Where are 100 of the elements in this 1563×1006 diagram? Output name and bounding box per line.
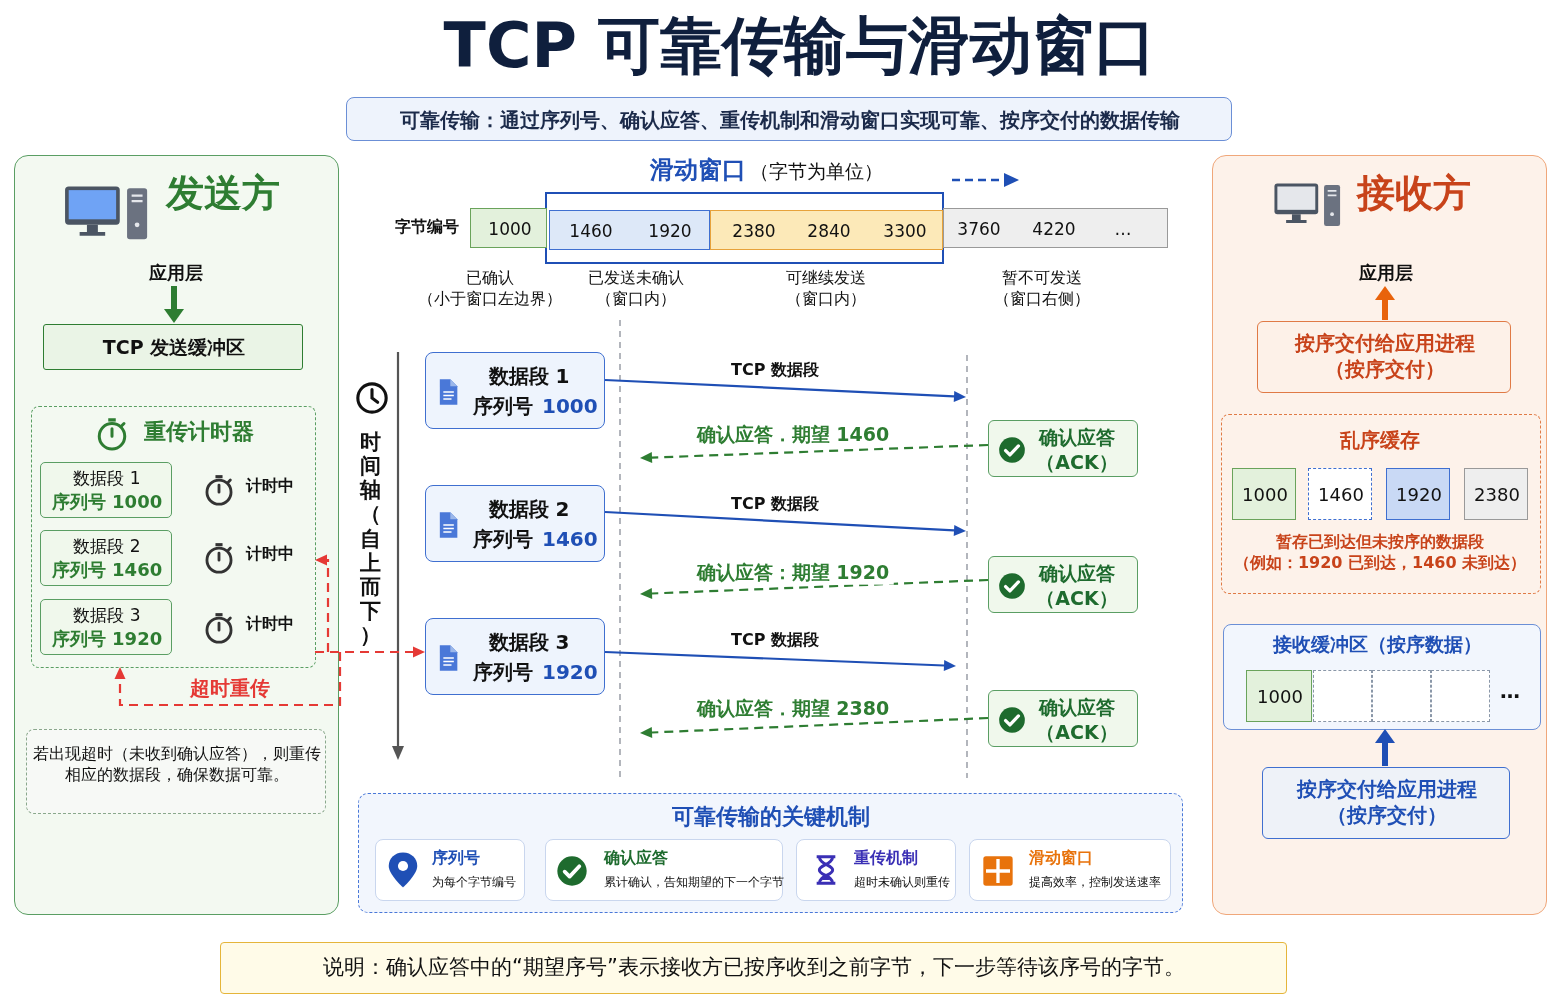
segment-title: 数据段 2 xyxy=(488,496,570,522)
panel-heading: 可靠传输的关键机制 xyxy=(672,803,870,831)
mechanism-card xyxy=(796,839,956,901)
card-description: 为每个字节编号 xyxy=(432,875,516,891)
sequence-label: 序列号 xyxy=(473,526,533,552)
segment-title: 数据段 2 xyxy=(73,535,141,558)
buffer-group-box xyxy=(1221,414,1541,594)
arrow xyxy=(1375,729,1395,766)
axis-label: 时间轴（自上而下） xyxy=(358,430,383,648)
subtitle-text: 可靠传输：通过序列号、确认应答、重传机制和滑动窗口实现可靠、按序交付的数据传输 xyxy=(400,107,1180,133)
box-label: 按序交付给应用进程（按序交付） xyxy=(1295,330,1475,382)
panel-heading: 发送方 xyxy=(166,170,280,217)
card-title: 滑动窗口 xyxy=(1029,848,1093,869)
byte-range-bar xyxy=(710,210,943,250)
byte-number: 3760 xyxy=(957,218,1001,241)
arrow xyxy=(604,510,966,536)
sequence-label: 序列号 xyxy=(473,659,533,685)
sequence-number: 序列号 1920 xyxy=(51,627,163,651)
buffer-cell xyxy=(1308,468,1372,520)
buffer-box xyxy=(1223,624,1541,730)
footer-note-box xyxy=(220,942,1287,994)
segment-card xyxy=(425,618,605,695)
window-unit: （字节为单位） xyxy=(750,159,883,184)
ack-box xyxy=(988,690,1138,747)
window-heading: 滑动窗口 xyxy=(650,155,746,186)
group-heading: 乱序缓存 xyxy=(1340,427,1420,453)
card-description: 提高效率，控制发送速率 xyxy=(1029,875,1161,891)
arrow xyxy=(114,652,342,707)
sequence-number: 1000 xyxy=(542,393,598,419)
buffer-caption: 暂存已到达但未按序的数据段（例如：1920 已到达，1460 未到达） xyxy=(1233,532,1527,574)
mechanism-panel xyxy=(358,793,1183,913)
group-heading: 重传计时器 xyxy=(144,418,254,446)
byte-number: 1460 xyxy=(569,220,613,243)
byte-number: 3300 xyxy=(883,220,927,243)
arrow xyxy=(164,286,184,323)
sequence-number: 1920 xyxy=(542,659,598,685)
panel-heading: 接收方 xyxy=(1357,170,1471,217)
delivery-box xyxy=(1257,321,1511,393)
footer-note: 说明：确认应答中的“期望序号”表示接收方已按序收到之前字节，下一步等待该序号的字节。 xyxy=(323,954,1185,981)
byte-number: 1920 xyxy=(1396,483,1442,507)
arrow xyxy=(604,650,956,671)
sequence-number: 序列号 1460 xyxy=(51,558,163,582)
card-description: 超时未确认则重传 xyxy=(854,875,950,891)
byte-number: 4220 xyxy=(1032,218,1076,241)
byte-number: 1920 xyxy=(648,220,692,243)
arrow xyxy=(604,378,966,402)
byte-number: 1000 xyxy=(1242,483,1288,507)
box-label: 接收缓冲区（按序数据） xyxy=(1272,632,1482,657)
buffer-cell xyxy=(1313,670,1372,722)
box-label: TCP 发送缓冲区 xyxy=(102,335,246,360)
layer-label: 应用层 xyxy=(1351,259,1421,287)
arrow xyxy=(640,443,989,464)
segment-title: 数据段 1 xyxy=(73,467,141,490)
card-description: 累计确认，告知期望的下一个字节 xyxy=(604,875,784,891)
layer-label: 应用层 xyxy=(141,259,211,287)
byte-number: 1000 xyxy=(488,218,532,241)
sequence-number: 1460 xyxy=(542,526,598,552)
sequence-number: 序列号 1000 xyxy=(51,490,163,514)
arrow xyxy=(1375,286,1395,320)
range-caption: 已确认（小于窗口左边界） xyxy=(418,268,562,310)
byte-number: 2380 xyxy=(1474,483,1520,507)
buffer-cell xyxy=(1372,670,1431,722)
buffer-cell xyxy=(1386,468,1450,520)
title: TCP 可靠传输与滑动窗口 xyxy=(443,8,1157,84)
row-label: 字节编号 xyxy=(395,217,459,238)
mechanism-card xyxy=(545,839,783,901)
byte-range-bar xyxy=(943,208,1168,248)
box-label: 按序交付给应用进程（按序交付） xyxy=(1297,776,1477,828)
byte-number: 2840 xyxy=(807,220,851,243)
status-label: 计时中 xyxy=(246,476,294,497)
buffer-cell xyxy=(1431,670,1490,722)
segment-card xyxy=(425,485,605,562)
delivery-box xyxy=(1262,767,1510,839)
ellipsis-label: … xyxy=(1500,678,1520,704)
segment-title: 数据段 3 xyxy=(73,604,141,627)
ack-label: 确认应答（ACK） xyxy=(1036,695,1118,745)
arrow xyxy=(640,578,989,599)
ack-label: 确认应答（ACK） xyxy=(1036,561,1118,611)
buffer-cell xyxy=(1246,670,1312,722)
sender-panel xyxy=(14,155,339,915)
timer-group-box xyxy=(31,406,316,668)
ack-box xyxy=(988,420,1138,477)
byte-number: 1460 xyxy=(1318,483,1364,507)
status-label: 计时中 xyxy=(246,614,294,635)
status-label: 计时中 xyxy=(246,544,294,565)
note-box xyxy=(26,729,326,814)
buffer-cell xyxy=(1232,468,1296,520)
sequence-label: 序列号 xyxy=(473,393,533,419)
range-caption: 已发送未确认（窗口内） xyxy=(588,268,684,310)
receiver-panel xyxy=(1212,155,1547,915)
range-caption: 可继续发送（窗口内） xyxy=(786,268,866,310)
buffer-box xyxy=(43,324,303,370)
segment-title: 数据段 1 xyxy=(488,363,570,389)
card-title: 序列号 xyxy=(432,848,480,869)
segment-card xyxy=(425,352,605,429)
arrow xyxy=(315,554,330,652)
byte-number: … xyxy=(1114,218,1132,241)
byte-number: 2380 xyxy=(732,220,776,243)
byte-range-bar xyxy=(549,210,710,250)
card-title: 重传机制 xyxy=(854,848,918,869)
